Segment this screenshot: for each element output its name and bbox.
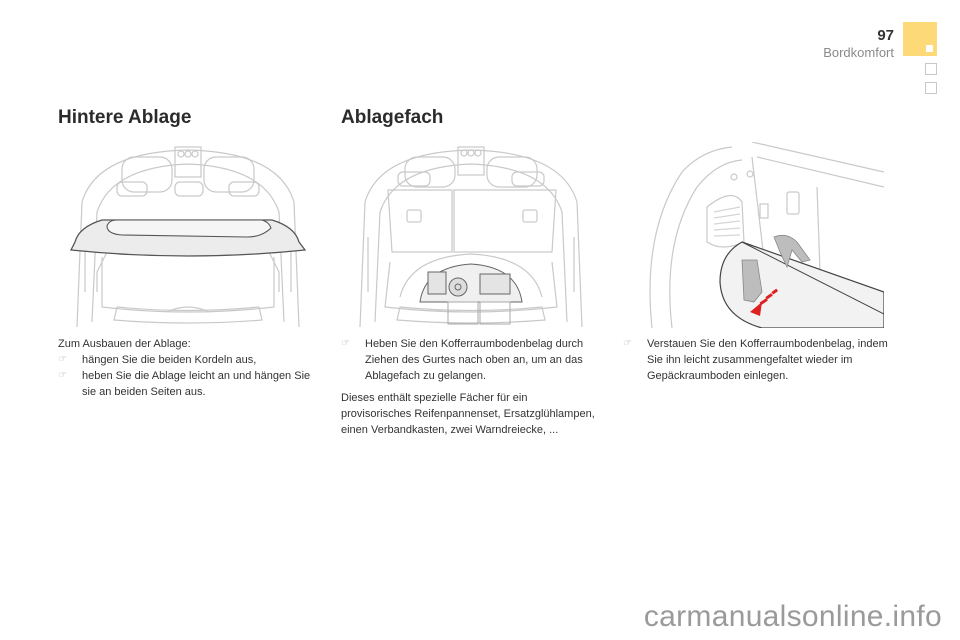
text-block-hintere-ablage: Zum Ausbauen der Ablage: ☞ hängen Sie di…	[58, 336, 323, 400]
hand-icon	[741, 259, 763, 303]
pointing-hand-icon: ☞	[58, 370, 67, 381]
chapter-tab-marker-icon	[926, 45, 933, 52]
description-paragraph: Dieses enthält spezielle Fächer für ein …	[341, 392, 595, 436]
folding-floor-illustration	[649, 142, 884, 328]
text-block-ablagefach: ☞ Heben Sie den Kofferraumbodenbelag dur…	[341, 336, 606, 438]
chapter-tab[interactable]	[903, 22, 937, 56]
section-title-hintere-ablage: Hintere Ablage	[58, 107, 192, 128]
pointing-hand-icon: ☞	[341, 338, 350, 349]
chapter-name: Bordkomfort	[823, 45, 894, 60]
chapter-nav-box-2[interactable]	[925, 82, 937, 94]
pointing-hand-icon: ☞	[623, 338, 632, 349]
bullet-item: ☞ hängen Sie die beiden Kordeln aus,	[58, 354, 257, 366]
red-arrow-icon	[750, 288, 779, 316]
bullet-item: ☞ heben Sie die Ablage leicht an und hän…	[58, 370, 311, 398]
pointing-hand-icon: ☞	[58, 354, 67, 365]
watermark: carmanualsonline.info	[643, 600, 942, 633]
text-block-verstauen: ☞ Verstauen Sie den Kofferraumbodenbelag…	[623, 336, 888, 384]
bullet-item: ☞ Heben Sie den Kofferraumbodenbelag dur…	[341, 338, 584, 382]
bullet-item: ☞ Verstauen Sie den Kofferraumbodenbelag…	[623, 338, 888, 382]
parcel-shelf-illustration	[69, 146, 307, 328]
section-title-ablagefach: Ablagefach	[341, 107, 444, 128]
page-number: 97	[877, 27, 894, 44]
intro-text: Zum Ausbauen der Ablage:	[58, 338, 191, 350]
chapter-nav-box-1[interactable]	[925, 63, 937, 75]
storage-compartment-illustration	[359, 146, 583, 328]
hand-icon	[773, 234, 811, 269]
